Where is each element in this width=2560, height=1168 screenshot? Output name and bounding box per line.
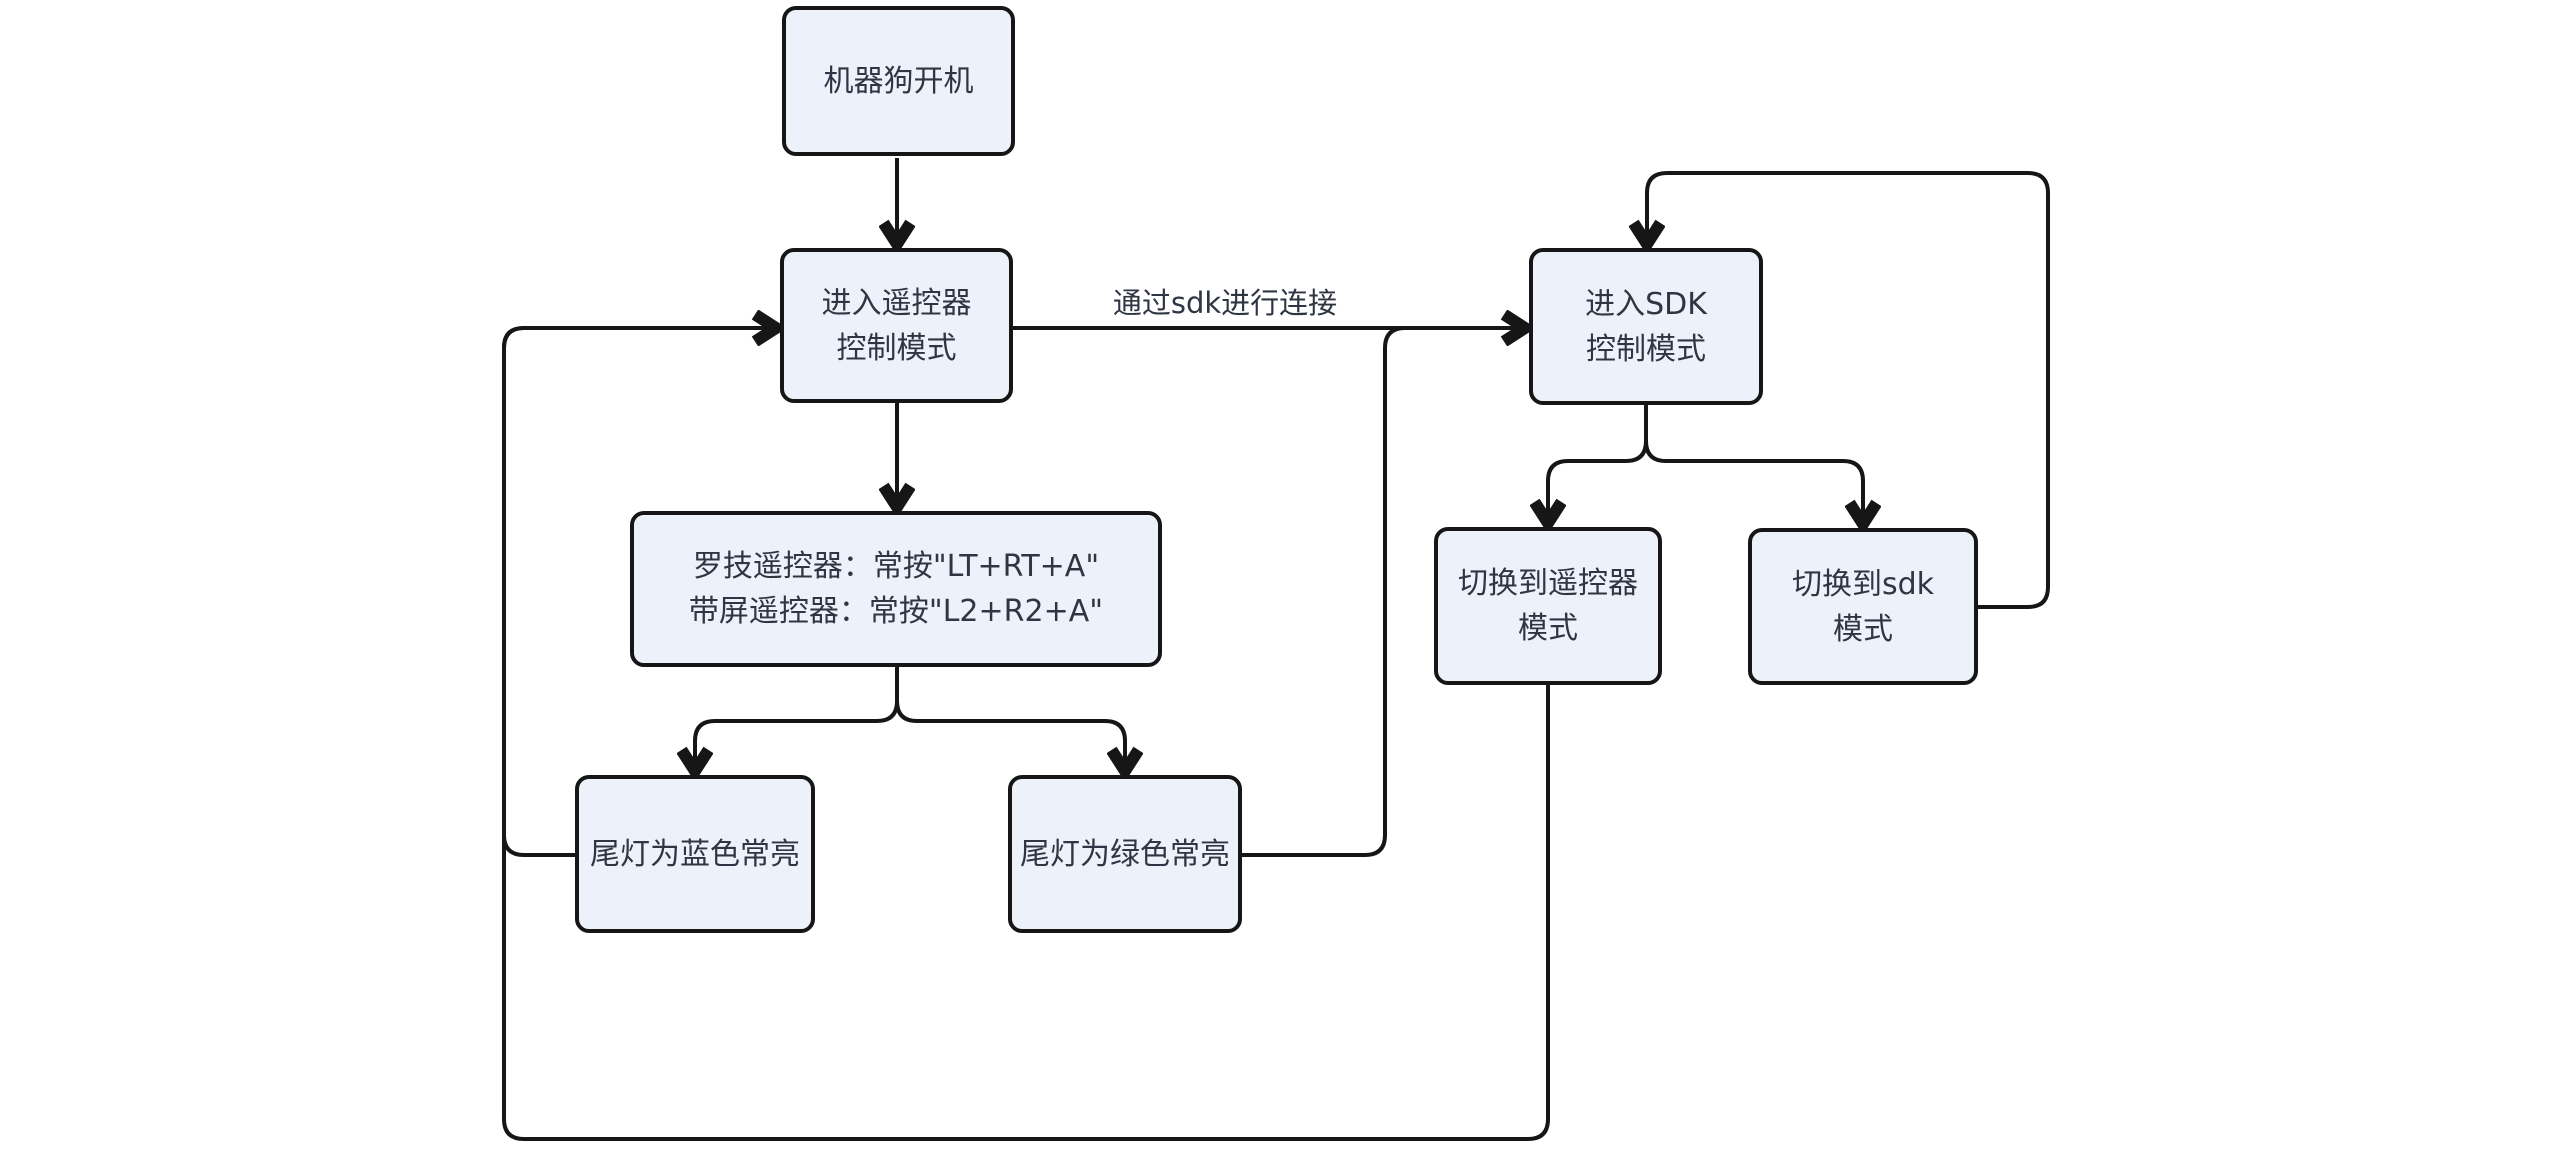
edge-hold-keys-to-tail-blue <box>695 667 899 771</box>
node-switch-sdk: 切换到sdk 模式 <box>1748 528 1978 685</box>
node-power-on: 机器狗开机 <box>782 6 1015 156</box>
edge-sdk-mode-to-switch-sdk <box>1644 405 1863 524</box>
node-hold-keys: 罗技遥控器：常按"LT+RT+A" 带屏遥控器：常按"L2+R2+A" <box>630 511 1162 667</box>
edge-switch-sdk-to-sdk-mode <box>1647 171 2050 609</box>
edge-label-connect-via-sdk: 通过sdk进行连接 <box>1075 286 1375 321</box>
node-switch-remote: 切换到遥控器 模式 <box>1434 527 1662 685</box>
edge-sdk-mode-to-switch-remote <box>1548 405 1648 523</box>
node-tail-blue: 尾灯为蓝色常亮 <box>575 775 815 933</box>
edge-tail-green-to-sdk-mode <box>1242 326 1520 857</box>
edge-switch-remote-to-remote-mode <box>502 326 1550 1141</box>
edge-hold-keys-to-tail-green <box>895 667 1125 771</box>
node-sdk-mode: 进入SDK 控制模式 <box>1529 248 1763 405</box>
node-tail-green: 尾灯为绿色常亮 <box>1008 775 1242 933</box>
node-remote-mode: 进入遥控器 控制模式 <box>780 248 1013 403</box>
